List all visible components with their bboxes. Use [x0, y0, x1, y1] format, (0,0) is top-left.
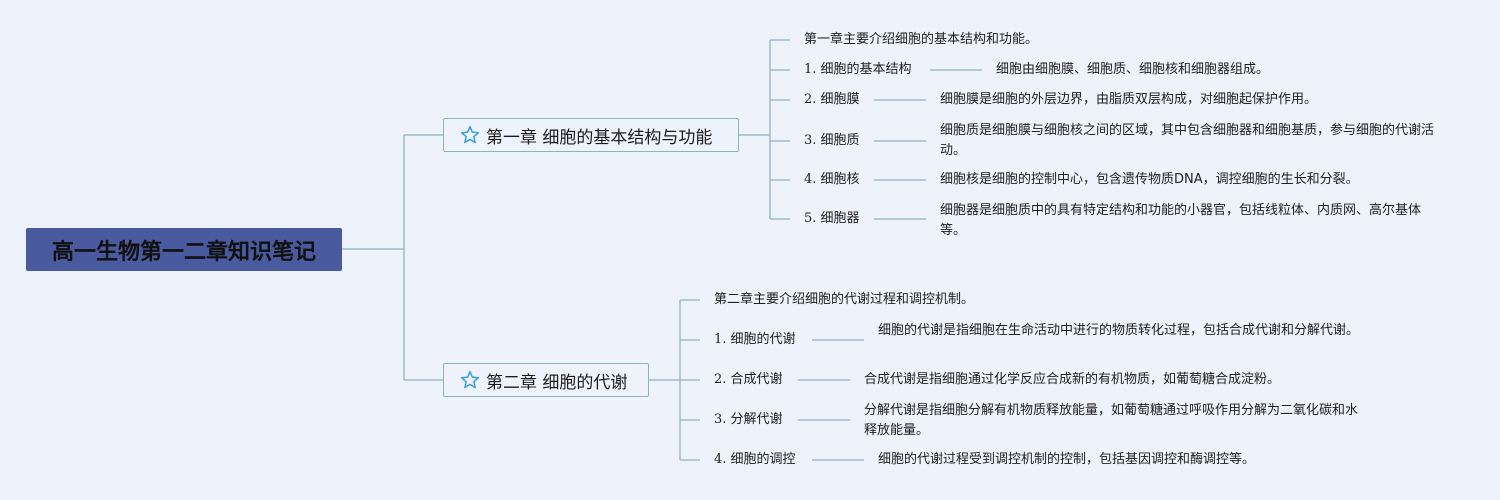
- chapter-1-topic-4-desc[interactable]: 细胞核是细胞的控制中心，包含遗传物质DNA，调控细胞的生长和分裂。: [940, 172, 1359, 187]
- topic-label: 细胞的代谢: [730, 332, 796, 347]
- chapter-1-topic-2-desc[interactable]: 细胞膜是细胞的外层边界，由脂质双层构成，对细胞起保护作用。: [940, 92, 1318, 107]
- topic-number: 5.: [804, 211, 817, 226]
- topic-number: 1.: [804, 62, 817, 77]
- chapter-1-topic-3-desc[interactable]: 细胞质是细胞膜与细胞核之间的区域，其中包含细胞器和细胞基质，参与细胞的代谢活动。: [940, 123, 1435, 158]
- chapter-1-topic-1-desc[interactable]: 细胞由细胞膜、细胞质、细胞核和细胞器组成。: [996, 62, 1270, 77]
- chapter-2-topic-2-desc[interactable]: 合成代谢是指细胞通过化学反应合成新的有机物质，如葡萄糖合成淀粉。: [864, 372, 1281, 387]
- topic-label: 细胞的调控: [730, 452, 796, 467]
- topic-label: 分解代谢: [730, 412, 783, 427]
- topic-number: 3.: [714, 412, 727, 427]
- chapter-1-topic-5-desc[interactable]: 细胞器是细胞质中的具有特定结构和功能的小器官，包括线粒体、内质网、高尔基体等。: [940, 203, 1422, 238]
- chapter-2-topic-2[interactable]: 2. 合成代谢: [714, 370, 783, 390]
- topic-label: 细胞核: [820, 172, 860, 187]
- chapter-1-node[interactable]: 第一章 细胞的基本结构与功能: [443, 118, 739, 152]
- topic-label: 合成代谢: [730, 372, 783, 387]
- chapter-2-topic-3-desc[interactable]: 分解代谢是指细胞分解有机物质释放能量，如葡萄糖通过呼吸作用分解为二氧化碳和水释放…: [864, 403, 1359, 438]
- topic-number: 3.: [804, 133, 817, 148]
- chapter-2-topic-4[interactable]: 4. 细胞的调控: [714, 450, 796, 470]
- chapter-1-topic-5[interactable]: 5. 细胞器: [804, 209, 860, 229]
- chapter-2-topic-3[interactable]: 3. 分解代谢: [714, 410, 783, 430]
- topic-label: 细胞膜: [820, 92, 860, 107]
- topic-label: 细胞质: [820, 133, 860, 148]
- topic-number: 1.: [714, 332, 727, 347]
- topic-number: 2.: [714, 372, 727, 387]
- chapter-2-node[interactable]: 第二章 细胞的代谢: [443, 363, 649, 397]
- chapter-2-topic-1-desc[interactable]: 细胞的代谢是指细胞在生命活动中进行的物质转化过程，包括合成代谢和分解代谢。: [878, 323, 1360, 338]
- chapter-1-topic-4[interactable]: 4. 细胞核: [804, 170, 860, 190]
- topic-label: 细胞器: [820, 211, 860, 226]
- topic-number: 2.: [804, 92, 817, 107]
- chapter-2-title: 第二章 细胞的代谢: [486, 372, 628, 393]
- chapter-2-topic-4-desc[interactable]: 细胞的代谢过程受到调控机制的控制，包括基因调控和酶调控等。: [878, 452, 1256, 467]
- chapter-1-topic-1[interactable]: 1. 细胞的基本结构: [804, 60, 912, 80]
- chapter-1-title: 第一章 细胞的基本结构与功能: [486, 127, 713, 148]
- root-title: 高一生物第一二章知识笔记: [51, 239, 316, 265]
- topic-number: 4.: [804, 172, 817, 187]
- chapter-1-topic-3[interactable]: 3. 细胞质: [804, 131, 860, 151]
- chapter-2-topic-1[interactable]: 1. 细胞的代谢: [714, 330, 796, 350]
- topic-label: 细胞的基本结构: [820, 62, 912, 77]
- star-icon: [460, 370, 480, 389]
- chapter-2-intro[interactable]: 第二章主要介绍细胞的代谢过程和调控机制。: [714, 292, 975, 307]
- chapter-1-topic-2[interactable]: 2. 细胞膜: [804, 90, 860, 110]
- star-icon: [460, 125, 480, 144]
- root-node[interactable]: 高一生物第一二章知识笔记: [26, 228, 342, 271]
- topic-number: 4.: [714, 452, 727, 467]
- chapter-1-intro[interactable]: 第一章主要介绍细胞的基本结构和功能。: [804, 32, 1039, 47]
